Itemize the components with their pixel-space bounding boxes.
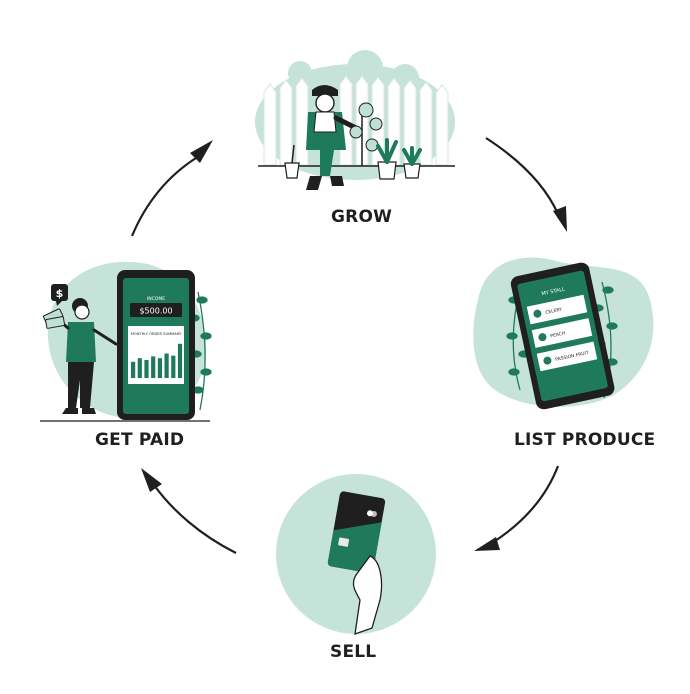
sell-illustration [276, 474, 436, 635]
summary-bar [171, 355, 176, 378]
fence [263, 75, 449, 166]
income-label: INCOME [147, 296, 165, 302]
stall-item-label: CELERY [545, 306, 563, 315]
stall-title: MY STALL [541, 286, 566, 297]
income-amount: $500.00 [139, 307, 172, 316]
credit-card [327, 491, 386, 574]
arrow-list-to-sell [474, 465, 560, 551]
stall-item-label: PEACH [550, 330, 566, 339]
grow-illustration [255, 50, 455, 190]
summary-title: MONTHLY ORDER SUMMARY [131, 332, 182, 336]
stall-phone: MY STALL CELERY PEACH PASSION FRUIT [510, 262, 615, 410]
summary-bars [131, 343, 183, 378]
arrow-sell-to-paid [141, 468, 237, 554]
summary-bar [157, 358, 162, 378]
hand [352, 555, 383, 635]
potted-plants [284, 138, 422, 180]
gardener-figure [306, 85, 359, 190]
summary-bar [177, 343, 183, 378]
arrow-grow-to-list [485, 137, 567, 232]
step-label-list-produce: LIST PRODUCE [514, 430, 656, 450]
stall-item-3: PASSION FRUIT [536, 341, 598, 372]
income-phone: INCOME $500.00 MONTHLY ORDER SUMMARY [117, 270, 195, 420]
step-label-sell: SELL [330, 642, 377, 662]
summary-bar [137, 358, 142, 378]
stall-item-2: PEACH [531, 318, 593, 348]
dollar-bubble-icon: $ [51, 284, 68, 306]
summary-bar [144, 360, 149, 378]
dollar-sign: $ [56, 287, 64, 300]
list-illustration: MY STALL CELERY PEACH PASSION FRUIT [473, 257, 654, 410]
step-label-get-paid: GET PAID [95, 430, 185, 450]
arrow-paid-to-grow [130, 140, 213, 237]
summary-bar [164, 353, 169, 378]
step-label-grow: GROW [331, 207, 393, 227]
stall-item-1: CELERY [526, 294, 588, 325]
summary-bar [151, 356, 156, 378]
bush [349, 102, 383, 166]
cash-icon [42, 308, 66, 329]
summary-bar [131, 361, 136, 378]
paid-illustration: INCOME $500.00 MONTHLY ORDER SUMMARY $ [40, 261, 212, 422]
